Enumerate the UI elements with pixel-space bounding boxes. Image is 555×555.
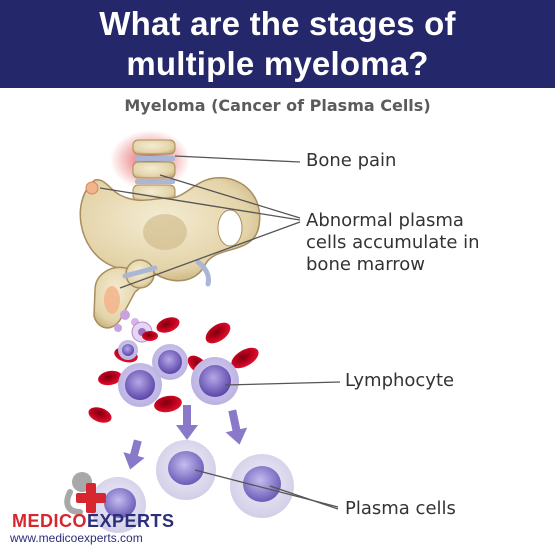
lymphocytes [118,340,239,407]
page-title-line-1: What are the stages of [99,5,456,42]
page-title-line-2: multiple myeloma? [126,45,429,82]
label-abnormal-line-1: Abnormal plasma [306,210,464,231]
spine-vertebrae [132,139,176,202]
label-abnormal-line-2: cells accumulate in [306,232,480,253]
medico-experts-logo-icon [64,472,106,515]
label-abnormal-plasma-cells: Abnormal plasma cells accumulate in bone… [306,210,480,276]
label-bone-pain: Bone pain [306,150,397,171]
brand-url-link[interactable]: www.medicoexperts.com [10,531,143,545]
pointer-lines [99,155,341,510]
header-banner: What are the stages of multiple myeloma? [0,0,555,88]
diagram-subtitle: Myeloma (Cancer of Plasma Cells) [124,96,431,115]
brand-logo-part-2: EXPERTS [87,511,175,531]
label-lymphocyte: Lymphocyte [345,370,455,391]
pelvis-bone [79,177,261,282]
transition-arrows [123,405,248,470]
marrow-cells [114,310,153,343]
brand-logo[interactable]: MEDICOEXPERTS [12,511,175,532]
label-plasma-cells: Plasma cells [345,498,456,519]
brand-logo-part-1: MEDICO [12,511,87,531]
label-abnormal-line-3: bone marrow [306,254,426,275]
plasma-cells [90,440,294,533]
femur-bone [93,259,211,329]
